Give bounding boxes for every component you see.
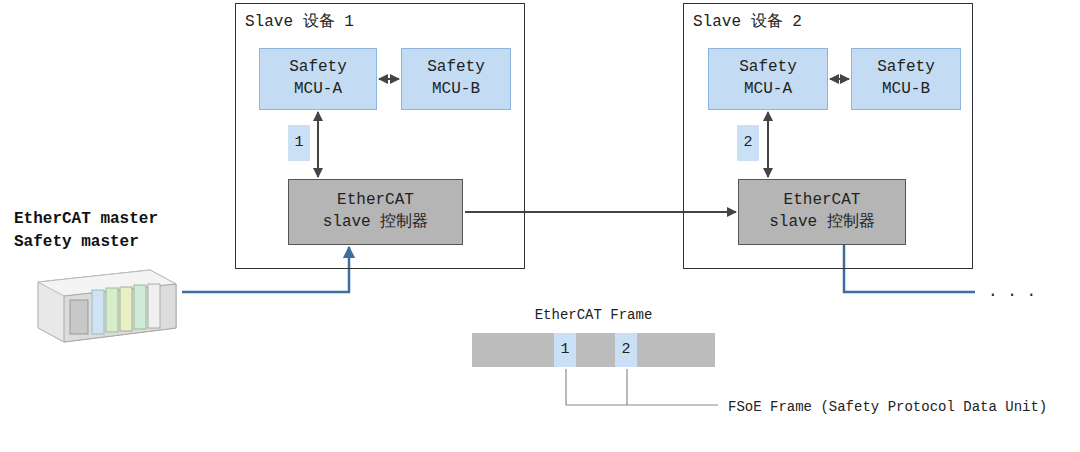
connector <box>317 112 319 177</box>
device-box: Slave 设备 1 Safety MCU-A Safety MCU-B 1Ether… <box>235 3 525 269</box>
node-text: EtherCAT Frame <box>472 306 715 325</box>
node-text: Safety MCU-B <box>864 57 948 100</box>
master-wire <box>182 247 349 292</box>
connector <box>830 78 849 80</box>
callout-number: 1 <box>288 125 310 161</box>
node-text: 1 <box>560 340 569 360</box>
node-text: EtherCAT slave 控制器 <box>762 190 882 233</box>
node-text: Safety MCU-B <box>414 57 498 100</box>
leader-line <box>566 369 718 405</box>
connector <box>379 78 399 80</box>
controller-box: EtherCAT slave 控制器 <box>738 179 906 245</box>
node-text: 1 <box>294 133 303 153</box>
ellipsis: . . . <box>988 283 1068 301</box>
connector <box>767 112 769 177</box>
device-box: Slave 设备 2 Safety MCU-A Safety MCU-B 2Ether… <box>683 3 973 269</box>
plc-illustration <box>38 270 176 342</box>
frame-bar: EtherCAT Frame12 <box>472 333 715 367</box>
mcu-box: Safety MCU-B <box>851 48 961 110</box>
fsoe-box: 1 <box>554 333 576 367</box>
controller-box: EtherCAT slave 控制器 <box>288 179 463 245</box>
master-label: EtherCAT master Safety master <box>14 208 189 254</box>
connector <box>465 211 736 213</box>
fsoe-label: FSoE Frame (Safety Protocol Data Unit) <box>728 397 1058 418</box>
mcu-box: Safety MCU-A <box>708 48 828 110</box>
callout-number: 2 <box>737 125 759 161</box>
node-text: Slave 设备 2 <box>693 12 802 34</box>
node-text: 2 <box>743 133 752 153</box>
node-text: Safety MCU-A <box>276 57 360 100</box>
node-text: Slave 设备 1 <box>245 12 354 34</box>
node-text: 2 <box>621 340 630 360</box>
mcu-box: Safety MCU-B <box>401 48 511 110</box>
fsoe-box: 2 <box>615 333 637 367</box>
node-text: Safety MCU-A <box>726 57 810 100</box>
mcu-box: Safety MCU-A <box>259 48 377 110</box>
node-text: EtherCAT slave 控制器 <box>316 190 436 233</box>
